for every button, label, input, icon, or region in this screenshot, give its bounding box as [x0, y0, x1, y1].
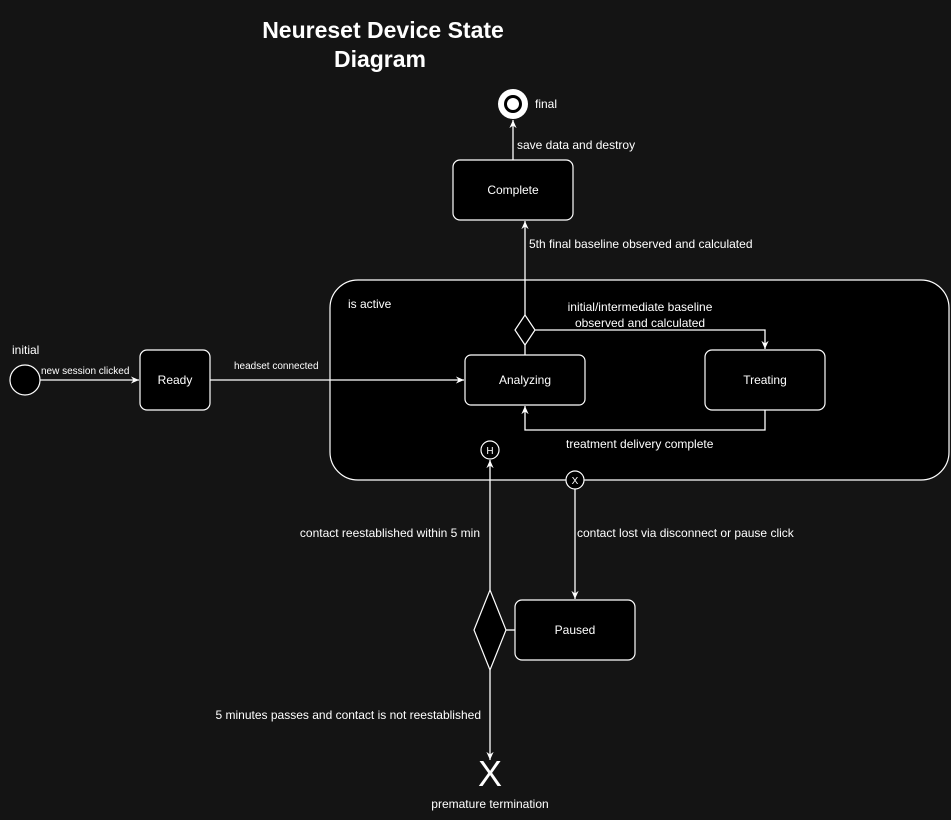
edge-treatment-done-label: treatment delivery complete [566, 437, 714, 451]
choice-node-baseline [514, 313, 536, 347]
edge-final-baseline-label: 5th final baseline observed and calculat… [529, 237, 753, 251]
edge-headset-label: headset connected [234, 361, 319, 372]
state-treating-label: Treating [743, 373, 787, 387]
initial-pseudostate [9, 364, 41, 396]
edge-baseline-label-line1: initial/intermediate baseline [568, 300, 713, 314]
diagram-title-line2: Diagram [334, 46, 426, 72]
state-paused-label: Paused [555, 623, 596, 637]
history-pseudostate [480, 440, 500, 460]
exit-point-label: X [572, 476, 579, 487]
edge-new-session-label: new session clicked [41, 366, 129, 377]
edge-reestablished-label: contact reestablished within 5 min [300, 526, 480, 540]
choice-node-reconnect [473, 588, 507, 672]
edge-save-label: save data and destroy [517, 138, 635, 152]
state-ready-label: Ready [158, 373, 193, 387]
final-state-dot [507, 98, 519, 110]
edge-timeout-label: 5 minutes passes and contact is not rees… [216, 708, 482, 722]
terminate-pseudostate: X [478, 753, 502, 794]
state-analyzing-label: Analyzing [499, 373, 551, 387]
state-complete-label: Complete [487, 183, 539, 197]
edge-baseline-label-line2: observed and calculated [575, 316, 705, 330]
history-label: H [486, 446, 493, 457]
terminate-label: premature termination [431, 797, 548, 811]
edge-choice-to-treating [535, 329, 769, 349]
composite-state-label: is active [348, 297, 392, 311]
diagram-title-line1: Neureset Device State [262, 17, 504, 43]
edge-treating-to-analyzing [521, 406, 766, 431]
edge-contact-lost-label: contact lost via disconnect or pause cli… [577, 526, 795, 540]
final-label: final [535, 97, 557, 111]
initial-label: initial [12, 343, 39, 357]
